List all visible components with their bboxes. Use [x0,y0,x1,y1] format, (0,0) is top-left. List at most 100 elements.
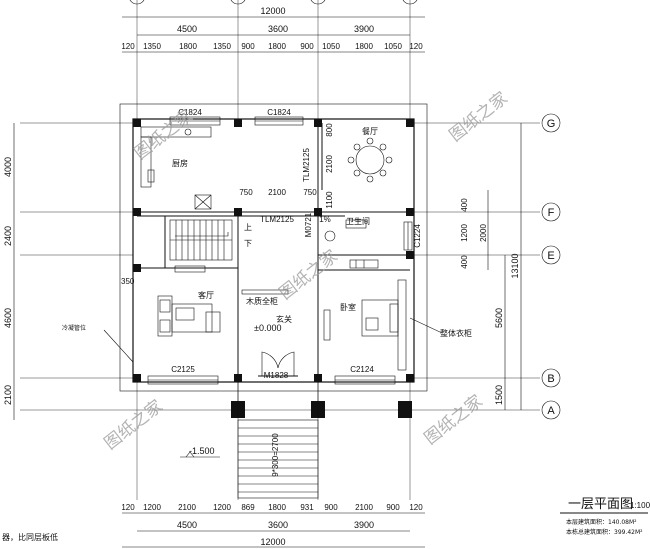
tag-350: 350 [121,277,135,286]
watermark-4: 图纸之家 [101,396,167,454]
room-bathroom: 卫生间 [346,216,370,226]
label-750b: 750 [303,188,317,197]
area-line-2: 本栋总建筑面积：399.42M² [566,528,643,536]
dim-bot-3600: 3600 [268,520,288,530]
dim-top-k: 120 [409,42,423,51]
dim-left-4000: 4000 [3,157,13,177]
axis-label-g: G [547,118,556,130]
label-ac-drain: 冷凝管位 [62,324,86,332]
dim-top-d: 1350 [213,42,231,51]
label-1100: 1100 [325,191,334,209]
dim-left-4600: 4600 [3,308,13,328]
bottom-dimensions: 120 1200 2100 1200 869 1800 931 900 2100… [121,503,425,548]
dim-top-h: 1050 [322,42,340,51]
dim-right-1500: 1500 [494,385,504,405]
label-c1824-a: C1824 [178,108,202,117]
label-c1224: C1224 [413,224,422,248]
level-minus: -1.500 [189,446,215,456]
dim-bot-4500: 4500 [177,520,197,530]
dim-bot-c: 2100 [178,503,196,512]
dim-right-400a: 400 [460,198,469,212]
dim-top-b: 1350 [143,42,161,51]
dim-bot-e: 869 [241,503,255,512]
area-line-1: 本层建筑面积：140.08M² [566,518,637,526]
dim-right-13100: 13100 [510,253,520,278]
dim-left-2100: 2100 [3,385,13,405]
watermark-5: 图纸之家 [421,391,487,449]
dim-left-2400: 2400 [3,226,13,246]
axis-bubble-e [541,245,561,265]
dim-bot-d: 1200 [213,503,231,512]
dim-top-e: 900 [241,42,255,51]
sofa-set [157,265,221,337]
top-axis-bubbles [129,0,418,5]
watermark-2: 图纸之家 [446,88,512,146]
bedroom-bed [323,279,407,371]
shoe-cabinet [241,289,289,295]
exterior-walls [119,103,428,392]
left-dimensions: 4000 2400 4600 2100 [3,123,15,420]
floor-level: ±0.000 [254,323,281,333]
label-750a: 750 [239,188,253,197]
dim-top-i: 1800 [355,42,373,51]
label-2100: 2100 [268,188,286,197]
drawing-scale: 1:100 [630,501,650,510]
label-slope: 1% [319,215,331,224]
windows [147,116,413,385]
right-axis-bubbles: G F E B A [541,113,561,420]
dim-bot-f: 1800 [268,503,286,512]
axis-label-e: E [547,250,554,262]
dim-bot-g: 931 [300,503,314,512]
dim-right-400b: 400 [460,255,469,269]
entrance-steps: 9*300=2700 -1.500 [180,382,319,499]
title-block: 一层平面图 1:100 本层建筑面积：140.08M² 本栋总建筑面积：399.… [560,497,650,536]
label-2100v: 2100 [325,155,334,173]
label-wardrobe: 整体衣柜 [440,328,472,338]
dim-top-4500: 4500 [177,24,197,34]
dim-top-f: 1800 [268,42,286,51]
room-labels: 厨房 餐厅 客厅 卧室 卫生间 玄关 木质全柜 整体衣柜 冷凝管位 ±0.000 [62,127,472,363]
bathroom-fixtures [324,219,379,269]
dim-bot-h: 900 [324,503,338,512]
interior-stair: 上 下 [169,194,252,261]
kitchen-furniture [140,126,212,188]
label-m0721: M0721 [304,212,313,237]
axis-bubble-g [541,113,561,133]
room-living: 客厅 [198,290,214,300]
room-entrance: 玄关 [276,314,292,324]
stair-up-label: 上 [244,223,252,232]
dim-bot-b: 1200 [143,503,161,512]
axis-bubble-b [541,368,561,388]
entrance-door [258,351,298,377]
stair-down-label: 下 [244,239,252,248]
dining-table [347,137,393,183]
dim-overall-top: 12000 [260,6,285,16]
dim-top-3900: 3900 [354,24,374,34]
drawing-title: 一层平面图 [568,497,633,512]
label-c2125: C2125 [171,365,195,374]
right-dimensions: 13100 5600 1500 2000 400 1200 400 [460,123,522,410]
room-dining: 餐厅 [362,127,378,136]
label-shoe-cabinet: 木质全柜 [246,296,278,306]
label-800: 800 [325,123,334,137]
dim-bot-i: 2100 [355,503,373,512]
label-c2124: C2124 [350,365,374,374]
dim-top-3600: 3600 [268,24,288,34]
room-bedroom: 卧室 [340,302,356,312]
wardrobe-shape [397,279,407,371]
axis-bubble-a [541,400,561,420]
room-kitchen: 厨房 [172,158,188,168]
dim-top-c: 1800 [179,42,197,51]
label-tlm2125-vertical: TLM2125 [302,148,311,182]
dim-top-j: 1050 [384,42,402,51]
dim-bot-j: 900 [386,503,400,512]
axis-bubble-f [541,202,561,222]
dim-bot-k: 120 [409,503,423,512]
axis-label-b: B [547,373,554,385]
steps-label: 9*300=2700 [271,433,280,477]
dim-right-5600: 5600 [494,308,504,328]
dim-top-g: 900 [300,42,314,51]
dim-overall-bottom: 12000 [260,537,285,547]
axis-label-a: A [547,405,555,417]
label-tlm2125: TLM2125 [260,215,294,224]
